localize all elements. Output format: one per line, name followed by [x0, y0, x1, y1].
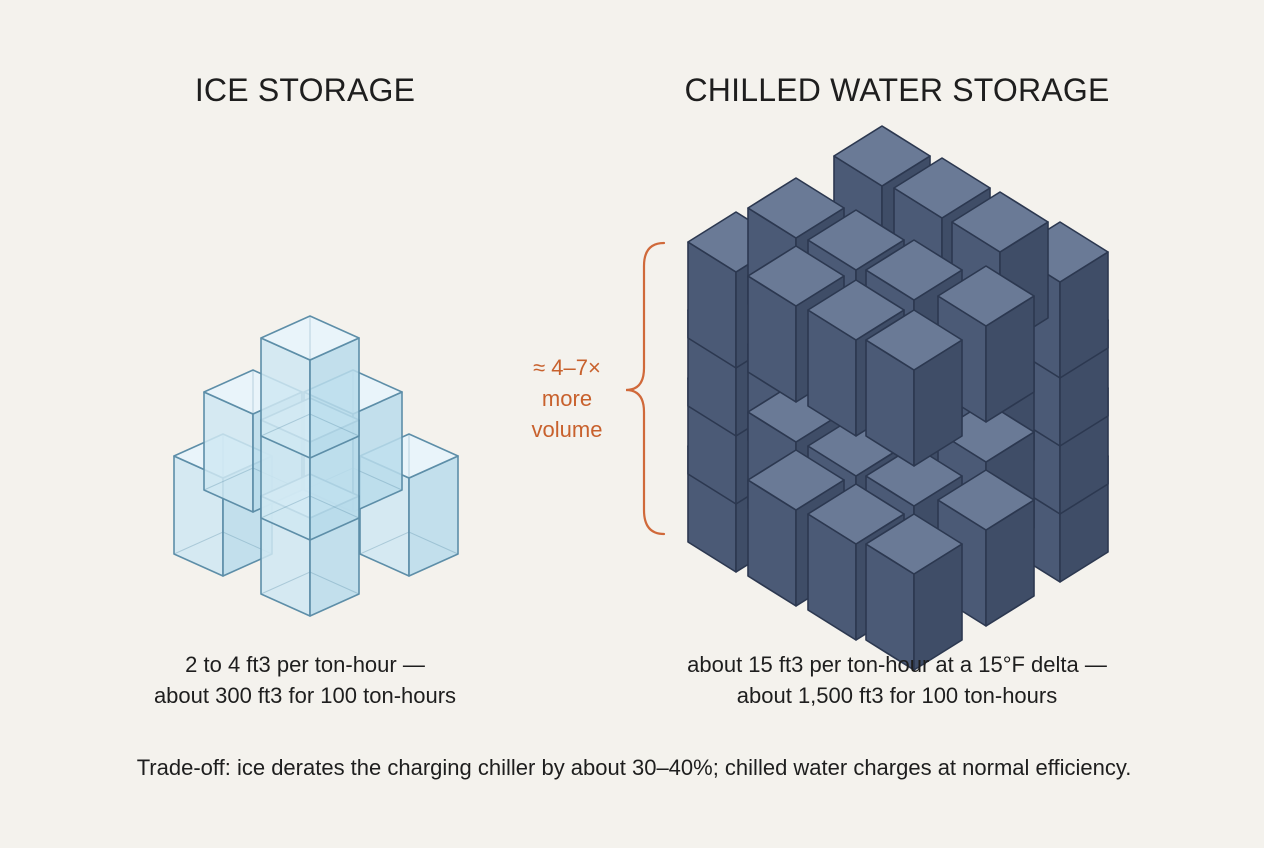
tradeoff-note: Trade-off: ice derates the charging chil… [136, 755, 1132, 780]
ice-storage-caption: 2 to 4 ft3 per ton-hour — about 300 ft3 … [154, 649, 456, 711]
ice-caption-line-2: about 300 ft3 for 100 ton-hours [153, 683, 457, 708]
volume-ratio-label: ≈ 4–7× more volume [532, 352, 603, 445]
ice-cube-stack [173, 315, 459, 617]
ice-caption-line-1: 2 to 4 ft3 per ton-hour — [185, 652, 425, 677]
chilled-water-storage-title: CHILLED WATER STORAGE [684, 72, 1110, 108]
water-cube [865, 513, 963, 671]
ratio-line-3: volume [531, 417, 603, 442]
chilled-water-caption: about 15 ft3 per ton-hour at a 15°F delt… [687, 649, 1107, 711]
ratio-line-2: more [541, 386, 593, 411]
volume-brace [625, 241, 666, 536]
ratio-line-1: ≈ 4–7× [533, 355, 601, 380]
water-caption-line-1: about 15 ft3 per ton-hour at a 15°F delt… [687, 652, 1107, 677]
chilled-water-cube-block [687, 125, 1109, 671]
water-cube [865, 309, 963, 467]
water-caption-line-2: about 1,500 ft3 for 100 ton-hours [736, 683, 1058, 708]
ice-storage-title: ICE STORAGE [194, 72, 416, 108]
ice-cube [260, 315, 360, 459]
